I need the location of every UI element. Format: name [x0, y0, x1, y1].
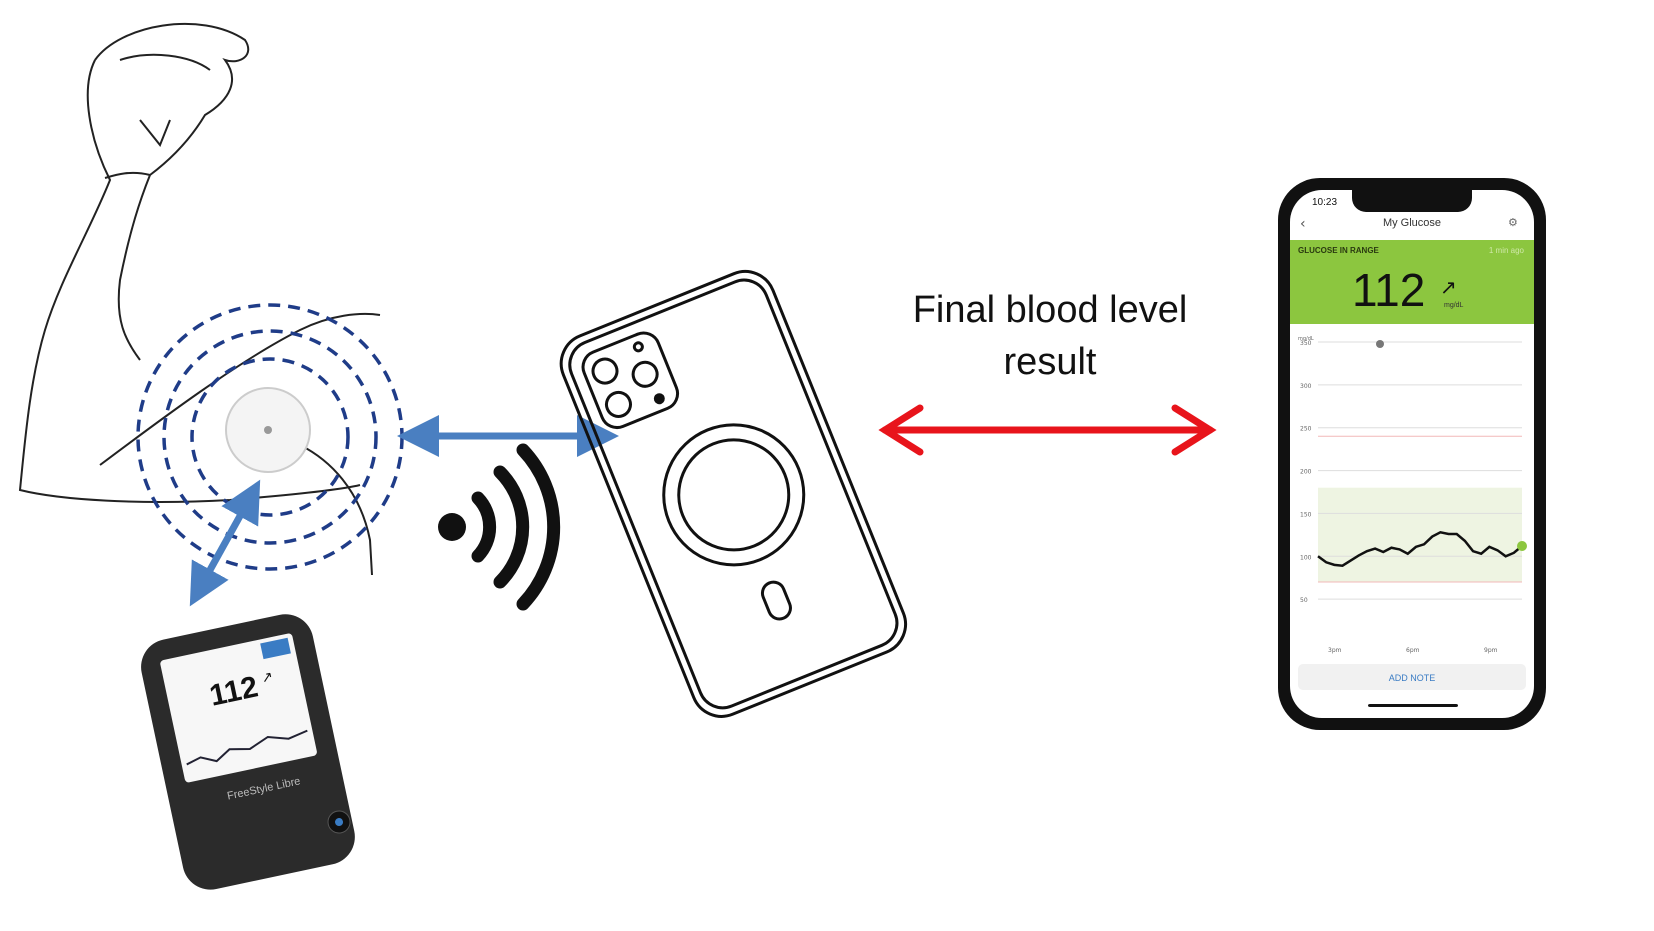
caption-line2: result — [1004, 341, 1097, 383]
y-tick-label: 150 — [1300, 511, 1312, 518]
x-tick-label: 9pm — [1484, 647, 1498, 654]
target-range-band — [1318, 487, 1522, 582]
y-axis-label: mg/dL — [1298, 336, 1314, 342]
y-tick-label: 300 — [1300, 383, 1312, 390]
x-tick-label: 6pm — [1406, 647, 1420, 654]
add-note-label: ADD NOTE — [1389, 673, 1436, 683]
glucose-reader: 112 ↗ FreeStyle Libre — [141, 614, 355, 890]
sensor-reader-arrow — [189, 479, 261, 607]
settings-icon[interactable]: ⚙ — [1508, 216, 1518, 229]
wireless-icon — [438, 443, 561, 611]
result-arrow — [878, 404, 1217, 456]
smartphone-app: 10:23 ‹ My Glucose ⚙ GLUCOSE IN RANGE 1 … — [1278, 178, 1546, 730]
home-indicator — [1368, 704, 1458, 707]
reader-trend-line — [186, 729, 308, 766]
add-note-button[interactable] — [1298, 664, 1526, 690]
y-tick-label: 50 — [1300, 597, 1308, 604]
y-tick-label: 350 — [1300, 340, 1312, 347]
glucose-updated: 1 min ago — [1489, 246, 1525, 255]
caption-line1: Final blood level — [913, 289, 1188, 331]
y-tick-label: 200 — [1300, 469, 1312, 476]
glucose-status: GLUCOSE IN RANGE — [1298, 246, 1380, 255]
glucose-line — [1317, 530, 1523, 568]
glucose-value: 112 — [1352, 264, 1425, 316]
y-tick-label: 250 — [1300, 426, 1312, 433]
app-title: My Glucose — [1383, 217, 1441, 229]
y-tick-label: 100 — [1300, 554, 1312, 561]
current-reading-dot — [1517, 541, 1527, 551]
back-icon[interactable]: ‹ — [1300, 216, 1306, 232]
arrow-up-right-icon: ↗ — [260, 669, 275, 687]
glucose-unit: mg/dL — [1444, 302, 1464, 309]
glucose-banner — [1290, 240, 1534, 324]
food-marker-icon — [1376, 340, 1384, 348]
status-time: 10:23 — [1312, 197, 1337, 208]
smartphone-outline — [559, 270, 908, 718]
sensor — [225, 387, 311, 473]
arrow-up-right-icon: ↗ — [1440, 275, 1457, 299]
x-tick-label: 3pm — [1328, 647, 1342, 654]
